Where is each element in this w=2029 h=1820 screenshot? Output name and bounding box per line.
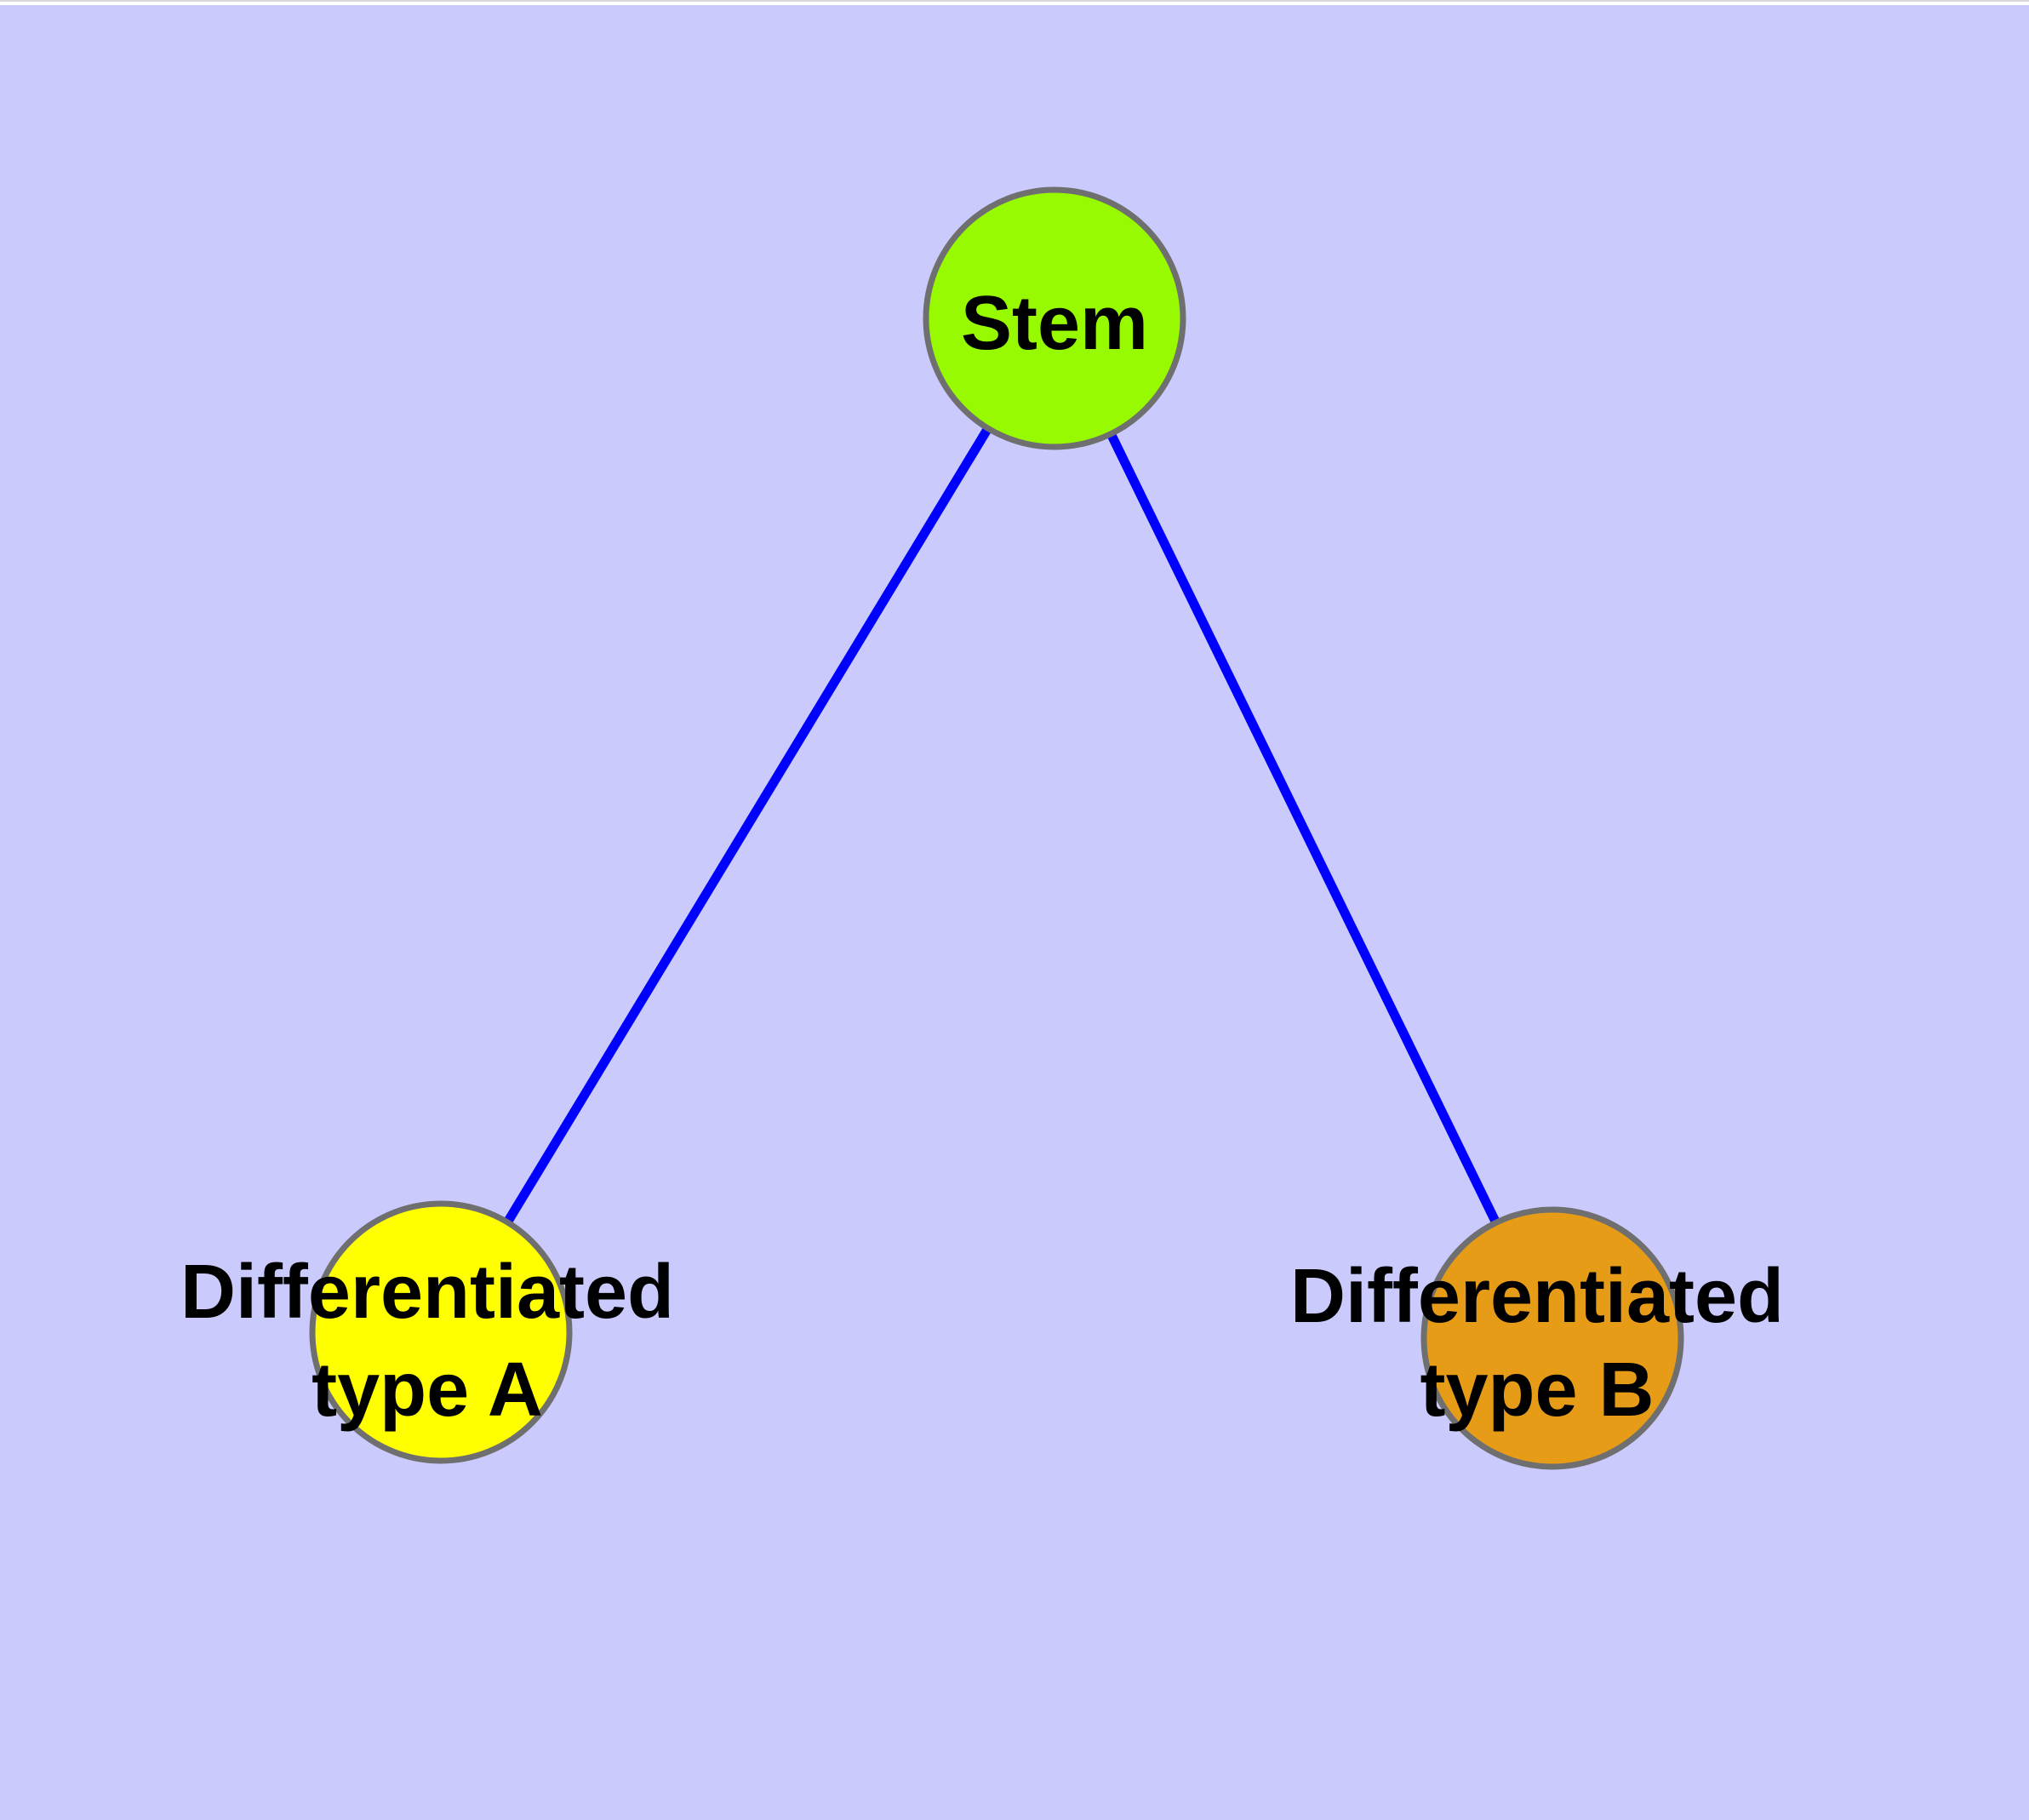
node-differentiated-type-a (309, 1200, 573, 1464)
edge-stem-to-differentiated-type-a (437, 316, 1059, 1335)
node-differentiated-type-b (1420, 1206, 1684, 1470)
node-differentiated-type-a-label-line1: Differentiated (180, 1250, 674, 1335)
node-stem (923, 186, 1186, 450)
node-differentiated-type-b-label-line1: Differentiated (1290, 1254, 1784, 1339)
node-differentiated-type-b-label-line2: type B (1420, 1348, 1654, 1433)
top-hairline (0, 0, 2029, 2)
edge-stem-to-differentiated-type-b (1050, 316, 1557, 1341)
node-stem-label: Stem (961, 281, 1148, 366)
node-differentiated-type-a-label-line2: type A (311, 1348, 543, 1433)
